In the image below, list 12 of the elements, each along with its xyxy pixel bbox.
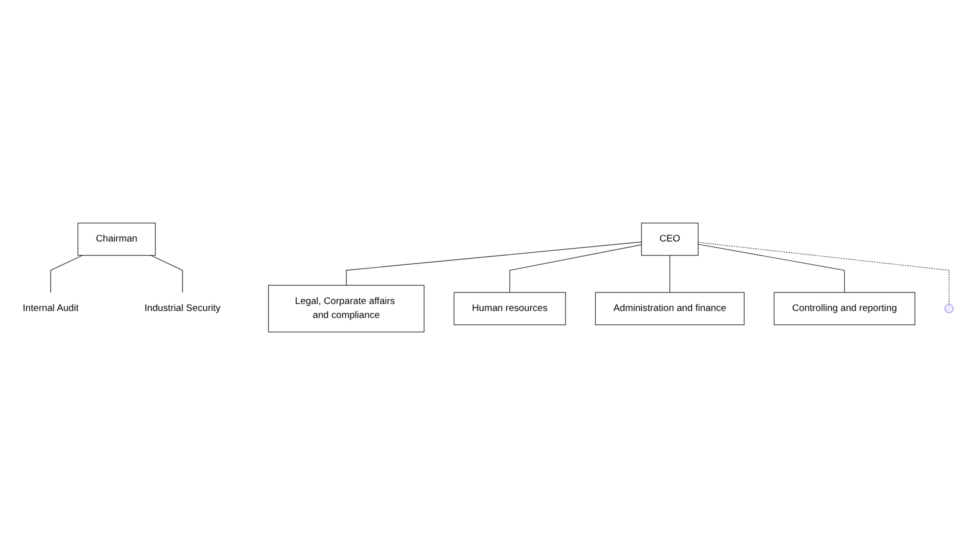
node-box: Controlling and reporting (774, 292, 916, 326)
node-box: CEO (641, 222, 698, 256)
node-text: Internal Audit (22, 303, 79, 314)
node-box: Chairman (78, 222, 156, 256)
connector (698, 242, 950, 305)
node-box: Human resources (454, 292, 566, 326)
connector (698, 244, 845, 293)
node-text: Industrial Security (144, 303, 221, 314)
connector (509, 244, 642, 293)
connector (346, 242, 642, 286)
node-box: Administration and finance (595, 292, 744, 326)
node-box: Legal, Corparate affairs and compliance (268, 284, 424, 332)
